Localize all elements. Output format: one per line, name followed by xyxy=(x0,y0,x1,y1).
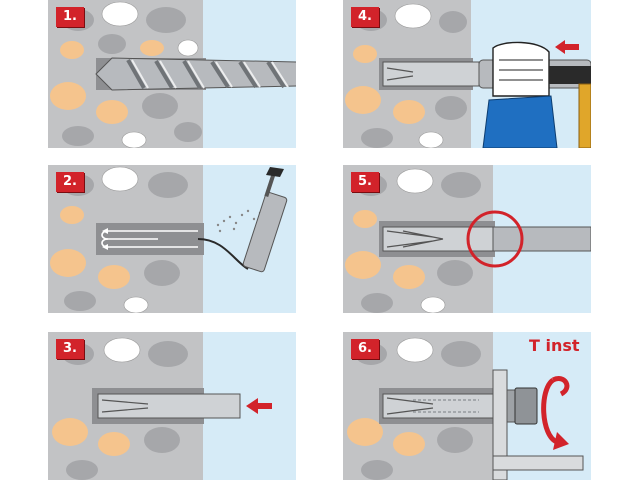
push-arrow-icon xyxy=(555,40,579,54)
step-number-badge: 4. xyxy=(351,7,379,27)
step-panel-2: 2. xyxy=(48,165,296,313)
concrete-stones xyxy=(345,3,467,148)
anchor-icon xyxy=(97,393,241,419)
step-1-illustration xyxy=(48,0,296,148)
step-number-badge: 5. xyxy=(351,172,379,192)
step-panel-4: 4. xyxy=(343,0,591,148)
step-panel-5: 5. xyxy=(343,165,591,313)
anchor-icon xyxy=(382,393,494,419)
air-flow-arrows xyxy=(101,228,198,250)
hammer-icon xyxy=(549,66,591,148)
step-4-illustration xyxy=(343,0,591,148)
torque-label: T inst xyxy=(529,336,580,355)
step-number-badge: 6. xyxy=(351,339,379,359)
drill-bit-icon xyxy=(95,57,296,91)
hand-icon xyxy=(482,41,558,148)
step-5-illustration xyxy=(343,165,591,313)
air-background xyxy=(203,165,296,313)
concrete-stones xyxy=(50,1,202,148)
step-panel-3: 3. xyxy=(48,332,296,480)
anchor-icon xyxy=(382,61,480,87)
concrete-stones xyxy=(345,168,481,313)
push-arrow-icon xyxy=(246,398,272,414)
step-number-badge: 3. xyxy=(56,339,84,359)
torque-arrow-icon xyxy=(541,376,570,450)
wrench-nut-icon xyxy=(492,369,584,480)
step-panel-1: 1. xyxy=(48,0,296,148)
anchor-icon xyxy=(382,226,494,252)
dust-cloud xyxy=(216,209,262,233)
check-circle-icon xyxy=(466,210,524,268)
step-panel-6: 6. T inst xyxy=(343,332,591,480)
step-2-illustration xyxy=(48,165,296,313)
step-number-badge: 1. xyxy=(56,7,84,27)
step-number-badge: 2. xyxy=(56,172,84,192)
blow-pump-icon xyxy=(197,167,288,273)
step-3-illustration xyxy=(48,332,296,480)
concrete-stones xyxy=(50,166,188,313)
setting-tool xyxy=(492,226,591,252)
